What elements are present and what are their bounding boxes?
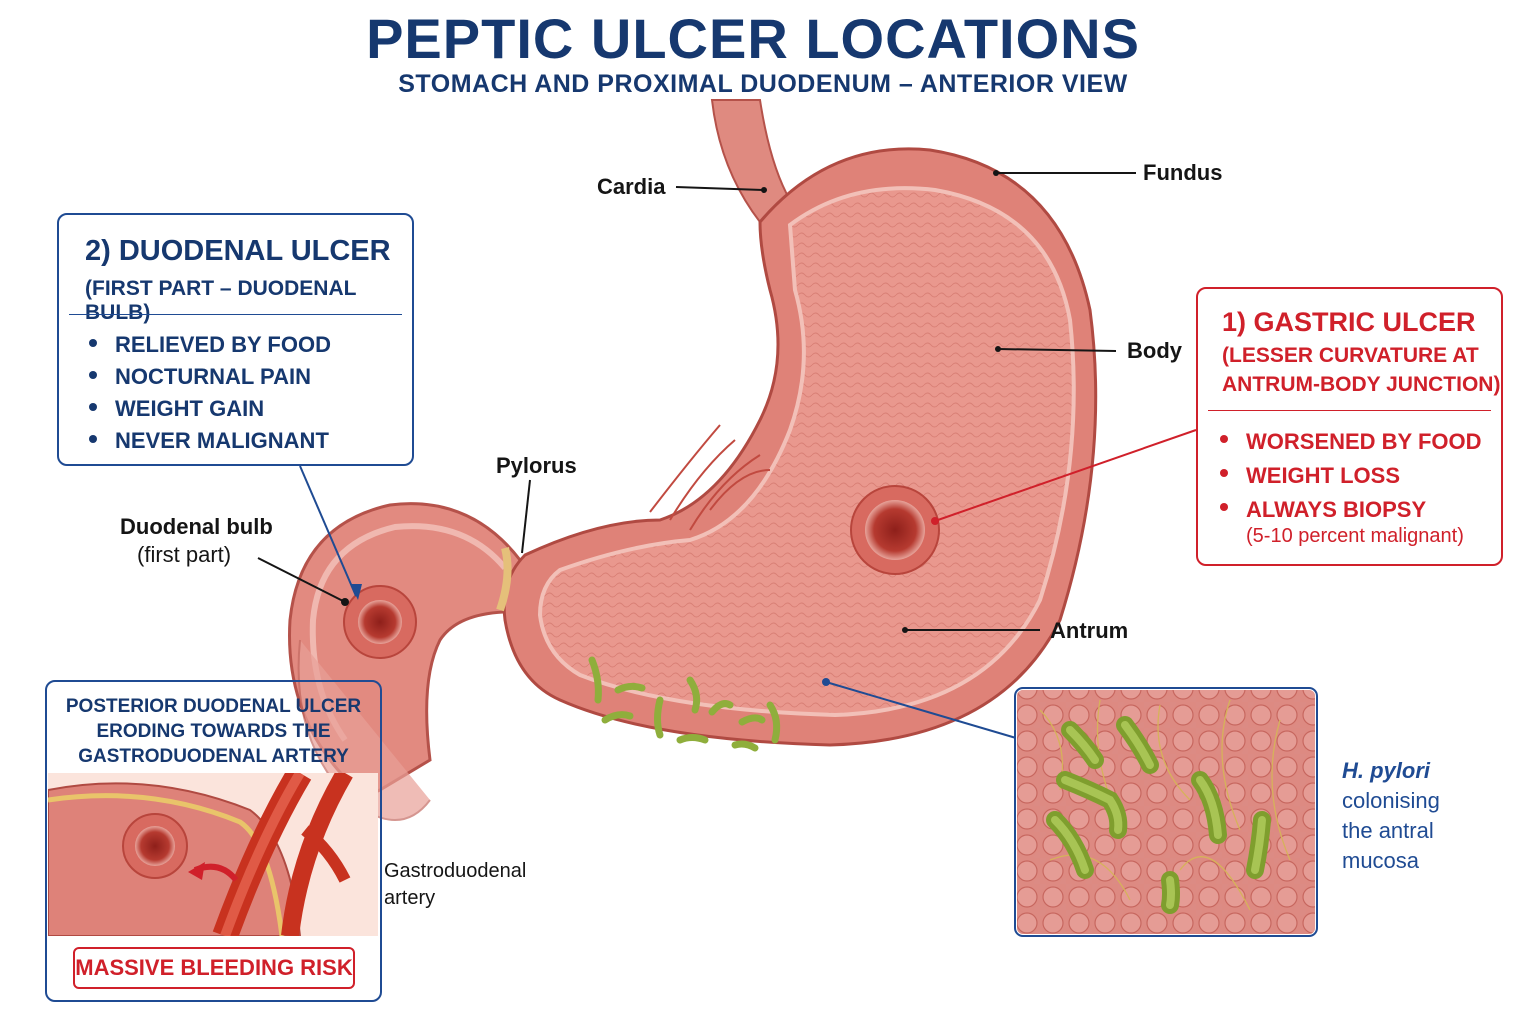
hpylori-caption: H. pylori colonising the antral mucosa bbox=[1342, 756, 1440, 876]
gastric-ulcer-heading: 1) GASTRIC ULCER bbox=[1222, 307, 1476, 337]
list-item: WEIGHT GAIN bbox=[85, 393, 331, 425]
gastric-ulcer bbox=[850, 485, 940, 575]
posterior-caption-line-2: ERODING TOWARDS THE bbox=[96, 721, 331, 742]
label-antrum: Antrum bbox=[1050, 618, 1129, 643]
label-body: Body bbox=[1127, 338, 1182, 363]
label-duodenal-bulb-sub: (first part) bbox=[137, 542, 232, 567]
antrum-bacteria bbox=[588, 656, 781, 752]
posterior-duodenal-ulcer-box: POSTERIOR DUODENAL ULCER ERODING TOWARDS… bbox=[45, 680, 382, 1002]
posterior-caption-line-3: GASTRODUODENAL ARTERY bbox=[78, 746, 349, 767]
label-duodenal-bulb: Duodenal bulb bbox=[120, 514, 273, 539]
posterior-ulcer-illustration bbox=[48, 773, 378, 936]
hpylori-name: H. pylori bbox=[1342, 758, 1431, 783]
page-subtitle: STOMACH AND PROXIMAL DUODENUM – ANTERIOR… bbox=[398, 70, 1128, 98]
gastric-features-list: WORSENED BY FOOD WEIGHT LOSS ALWAYS BIOP… bbox=[1216, 425, 1482, 527]
gastric-ulcer-subheading-2: ANTRUM-BODY JUNCTION) bbox=[1222, 373, 1501, 396]
label-pylorus: Pylorus bbox=[496, 453, 577, 478]
hpylori-zoom-panel bbox=[1014, 687, 1318, 937]
gastric-ulcer-box: 1) GASTRIC ULCER (LESSER CURVATURE AT AN… bbox=[1196, 287, 1503, 566]
list-item: ALWAYS BIOPSY bbox=[1216, 493, 1482, 527]
duodenal-ulcer-heading: 2) DUODENAL ULCER bbox=[85, 235, 391, 267]
label-gastroduodenal: Gastroduodenal bbox=[384, 860, 527, 882]
gastric-malignancy-note: (5-10 percent malignant) bbox=[1246, 525, 1464, 547]
hpylori-line-2: colonising bbox=[1342, 788, 1440, 813]
list-item: NEVER MALIGNANT bbox=[85, 425, 331, 457]
page-title: PEPTIC ULCER LOCATIONS bbox=[366, 7, 1140, 70]
list-item: NOCTURNAL PAIN bbox=[85, 361, 331, 393]
list-item: WEIGHT LOSS bbox=[1216, 459, 1482, 493]
gastric-ulcer-subheading-1: (LESSER CURVATURE AT bbox=[1222, 344, 1479, 367]
label-artery: artery bbox=[384, 887, 436, 909]
label-fundus: Fundus bbox=[1143, 160, 1223, 185]
posterior-caption-line-1: POSTERIOR DUODENAL ULCER bbox=[65, 696, 362, 717]
hpylori-line-4: mucosa bbox=[1342, 848, 1420, 873]
label-cardia: Cardia bbox=[597, 174, 666, 199]
hpylori-line-3: the antral bbox=[1342, 818, 1434, 843]
duodenal-features-list: RELIEVED BY FOOD NOCTURNAL PAIN WEIGHT G… bbox=[85, 329, 331, 457]
list-item: WORSENED BY FOOD bbox=[1216, 425, 1482, 459]
duodenal-ulcer bbox=[343, 585, 417, 659]
duodenal-ulcer-box: 2) DUODENAL ULCER (FIRST PART – DUODENAL… bbox=[57, 213, 414, 466]
duodenal-ulcer-subheading: (FIRST PART – DUODENAL BULB) bbox=[85, 277, 357, 324]
bleeding-risk-badge: MASSIVE BLEEDING RISK bbox=[73, 947, 355, 989]
posterior-ulcer-caption: POSTERIOR DUODENAL ULCER ERODING TOWARDS… bbox=[47, 694, 380, 769]
list-item: RELIEVED BY FOOD bbox=[85, 329, 331, 361]
